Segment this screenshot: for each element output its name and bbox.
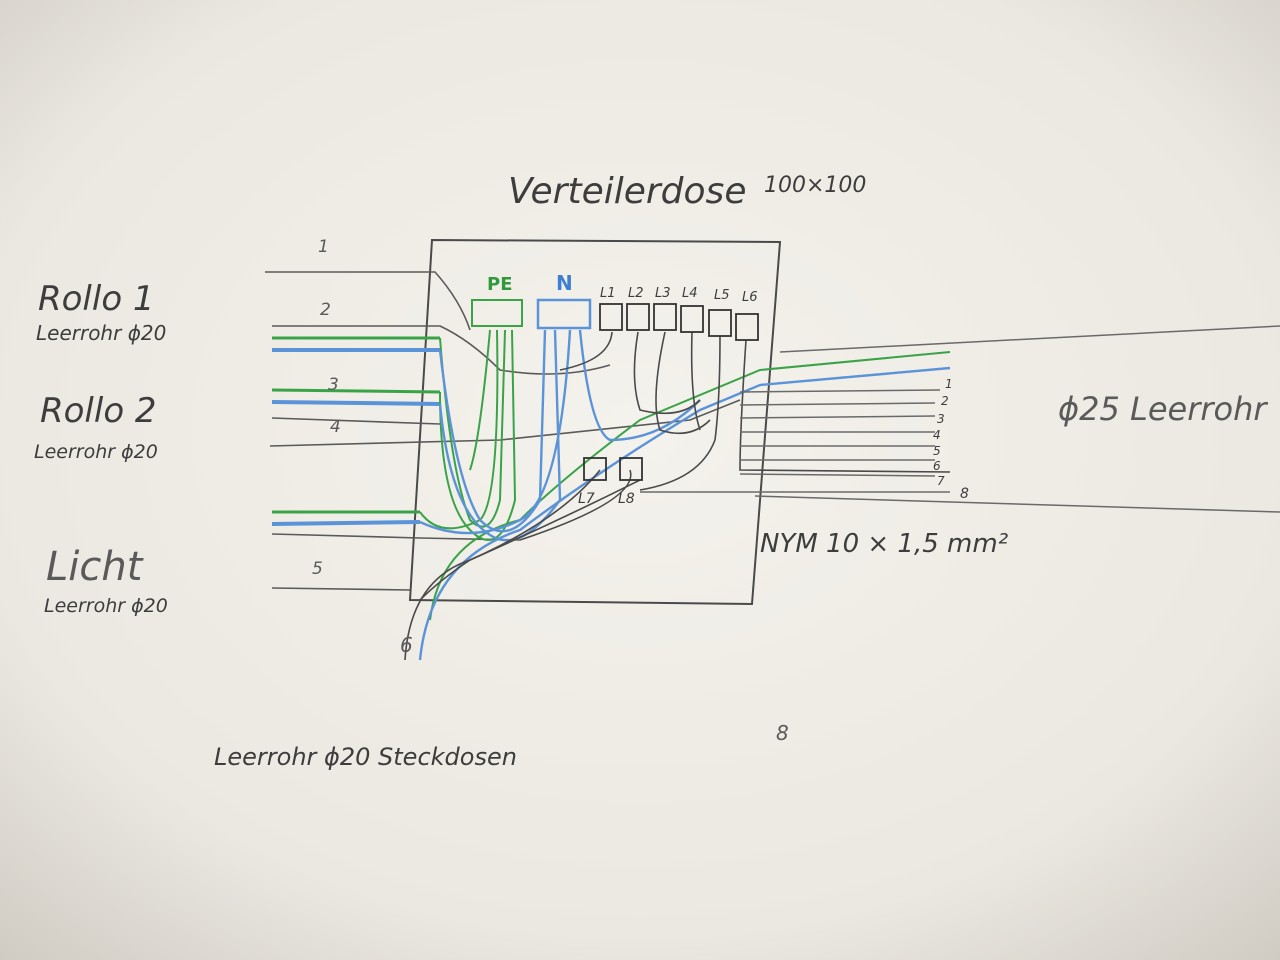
conduit-rollo-1: Rollo 1 Leerrohr ϕ20 <box>36 279 166 345</box>
right-wire-numbers: 1 2 3 4 5 6 7 <box>933 377 953 488</box>
loose-number: 8 <box>776 721 789 745</box>
svg-text:Leerrohr ϕ20: Leerrohr ϕ20 <box>34 441 158 463</box>
svg-text:L2: L2 <box>628 286 644 301</box>
svg-text:L1: L1 <box>600 286 616 301</box>
l-terminal-labels: L1 L2 L3 L4 L5 L6 <box>600 286 758 305</box>
l-terminals <box>599 303 759 341</box>
svg-text:6: 6 <box>933 459 941 473</box>
sockets-conduit-label: Leerrohr ϕ20 Steckdosen <box>214 743 517 771</box>
svg-text:2: 2 <box>320 300 331 320</box>
bottom-wire-number: 6 <box>400 633 413 657</box>
svg-text:L5: L5 <box>714 288 730 303</box>
conduit-rollo-2: Rollo 2 Leerrohr ϕ20 <box>34 391 158 463</box>
svg-text:3: 3 <box>328 375 339 395</box>
svg-text:PE: PE <box>487 274 513 295</box>
svg-text:L4: L4 <box>682 286 698 301</box>
svg-text:4: 4 <box>933 428 941 442</box>
l7-label: L7 <box>578 491 595 507</box>
svg-text:N: N <box>556 271 573 295</box>
left-wires-color <box>271 336 441 526</box>
left-wire-numbers: 1 2 3 4 5 <box>312 237 341 579</box>
svg-text:Leerrohr ϕ20: Leerrohr ϕ20 <box>44 595 168 617</box>
conduit-licht: Licht Leerrohr ϕ20 <box>44 544 168 617</box>
right-cable <box>640 325 1280 513</box>
svg-text:Leerrohr ϕ20: Leerrohr ϕ20 <box>36 321 166 345</box>
svg-text:Rollo 1: Rollo 1 <box>38 279 155 319</box>
cable-label: NYM 10 × 1,5 mm² <box>760 529 1008 559</box>
svg-text:3: 3 <box>937 412 945 426</box>
svg-text:7: 7 <box>937 474 945 488</box>
box-size-label: 100×100 <box>764 173 866 198</box>
pe-terminal: PE <box>471 274 523 327</box>
svg-text:5: 5 <box>933 444 941 458</box>
l-wiring <box>404 331 951 661</box>
svg-text:Rollo 2: Rollo 2 <box>40 391 157 431</box>
svg-text:5: 5 <box>312 559 323 579</box>
svg-text:4: 4 <box>330 417 341 437</box>
svg-text:L6: L6 <box>742 290 758 305</box>
svg-text:1: 1 <box>945 377 953 391</box>
box-title: Verteilerdose <box>508 171 746 212</box>
n-terminal: N <box>536 271 592 330</box>
junction-box <box>408 238 782 606</box>
l8-label: L8 <box>618 491 635 507</box>
right-extra-number: 8 <box>960 486 969 502</box>
right-conduit-label: ϕ25 Leerrohr <box>1058 390 1268 428</box>
svg-text:2: 2 <box>941 394 949 408</box>
svg-text:1: 1 <box>318 237 329 257</box>
svg-text:Licht: Licht <box>46 544 144 590</box>
l7-l8-terminals <box>583 457 643 481</box>
svg-text:L3: L3 <box>655 286 671 301</box>
